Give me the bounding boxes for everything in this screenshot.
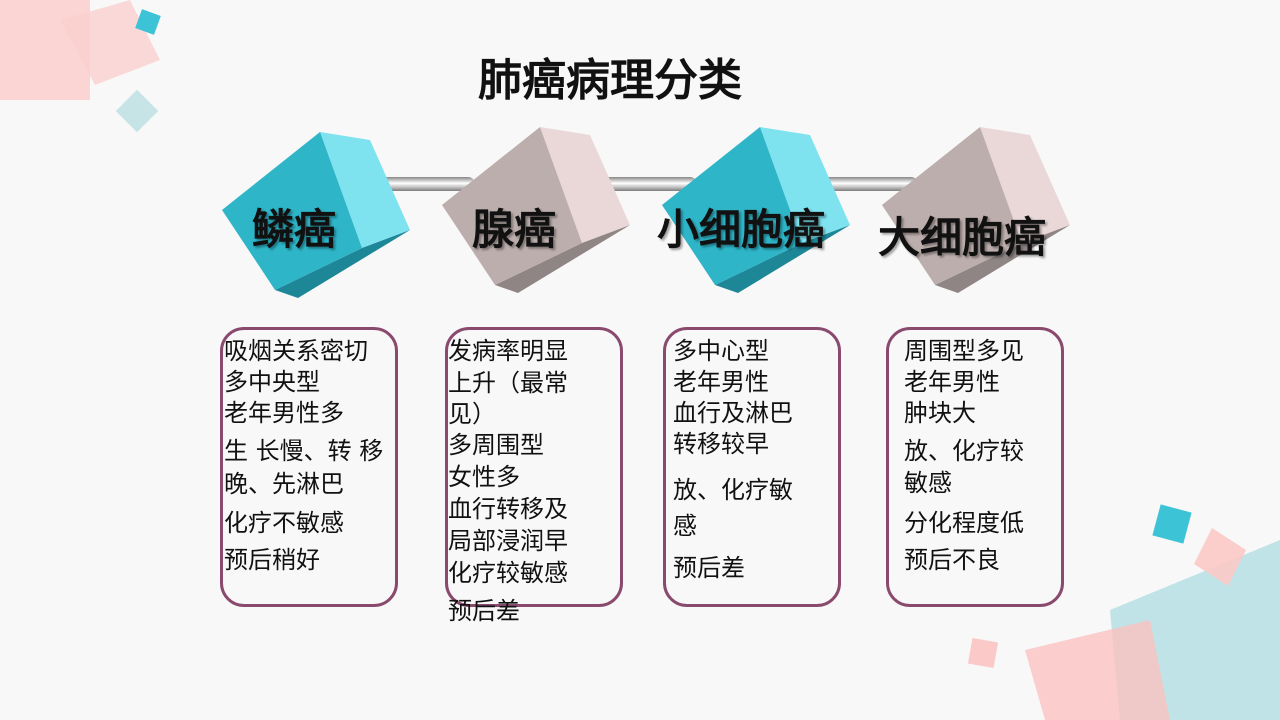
cube-squamous: [222, 132, 410, 298]
category-label: 鳞癌: [252, 205, 337, 254]
feature-line: 感: [673, 512, 697, 540]
feature-line: 肿块大: [904, 399, 976, 427]
feature-line: 放、化疗较: [904, 437, 1024, 465]
cube-small-cell: [662, 127, 850, 293]
category-label: 小细胞癌: [657, 205, 826, 254]
feature-line: 发病率明显: [448, 337, 568, 365]
category-label: 大细胞癌: [878, 213, 1047, 262]
page-title: 肺癌病理分类: [478, 55, 742, 106]
feature-line: 化疗不敏感: [224, 509, 344, 537]
feature-line: 血行转移及: [448, 495, 568, 523]
connector-rod: [806, 177, 918, 191]
feature-line: 放、化疗敏: [673, 476, 793, 504]
feature-line: 血行及淋巴: [673, 399, 793, 427]
feature-line: 周围型多见: [904, 337, 1024, 365]
category-label: 腺癌: [472, 205, 557, 254]
feature-line: 局部浸润早: [448, 527, 568, 555]
feature-line: 分化程度低: [904, 509, 1024, 537]
feature-line: 敏感: [904, 469, 952, 497]
feature-line: 见）: [448, 400, 496, 428]
feature-line: 女性多: [448, 463, 520, 491]
feature-line: 老年男性多: [224, 399, 344, 427]
feature-line: 生 长慢、转 移: [224, 437, 384, 465]
feature-line: 预后差: [448, 597, 520, 625]
card-squamous: [220, 327, 398, 607]
card-adeno: [445, 327, 623, 607]
feature-line: 老年男性: [904, 368, 1000, 396]
cube-adeno: [442, 127, 630, 293]
feature-line: 预后差: [673, 554, 745, 582]
decor-bottom-right: [967, 504, 1280, 720]
feature-line: 多中心型: [673, 337, 769, 365]
card-large-cell: [886, 327, 1064, 607]
cube-large-cell: [882, 127, 1070, 293]
feature-line: 多中央型: [224, 368, 320, 396]
feature-line: 预后不良: [904, 546, 1000, 574]
feature-line: 老年男性: [673, 368, 769, 396]
feature-line: 上升（最常: [448, 369, 568, 397]
card-small-cell: [663, 327, 841, 607]
feature-line: 转移较早: [673, 430, 769, 458]
decor-top-left: [0, 0, 161, 133]
feature-line: 晚、先淋巴: [224, 470, 344, 498]
feature-line: 吸烟关系密切: [224, 337, 368, 365]
feature-line: 多周围型: [448, 431, 544, 459]
feature-line: 预后稍好: [224, 546, 320, 574]
feature-line: 化疗较敏感: [448, 559, 568, 587]
